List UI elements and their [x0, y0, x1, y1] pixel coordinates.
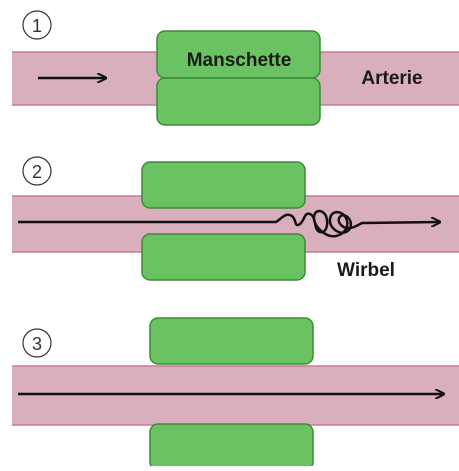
flow-arrow-2	[18, 209, 440, 238]
step-number-circle-2	[22, 156, 52, 186]
cuff-label: Manschette	[187, 50, 292, 71]
cuff-3-bottom	[149, 423, 314, 471]
cuff-1-bottom	[156, 77, 321, 126]
step-number-2: 2	[32, 162, 42, 182]
cuff-2-top	[141, 161, 306, 209]
step-number-1: 1	[32, 16, 42, 36]
step-number-circle-3	[22, 328, 52, 358]
cuff-3-top	[149, 317, 314, 365]
cuff-2-bottom	[141, 233, 306, 281]
step-number-3: 3	[32, 334, 42, 354]
step-number-circle-1	[22, 10, 52, 40]
panel-3: 3	[12, 317, 459, 471]
vortex-label: Wirbel	[337, 260, 395, 281]
artery-3	[12, 366, 459, 425]
artery-label: Arterie	[361, 68, 422, 89]
panel-2: 2 Wirbel	[12, 156, 459, 281]
panel-1: 1 Manschette Arterie	[12, 10, 459, 126]
